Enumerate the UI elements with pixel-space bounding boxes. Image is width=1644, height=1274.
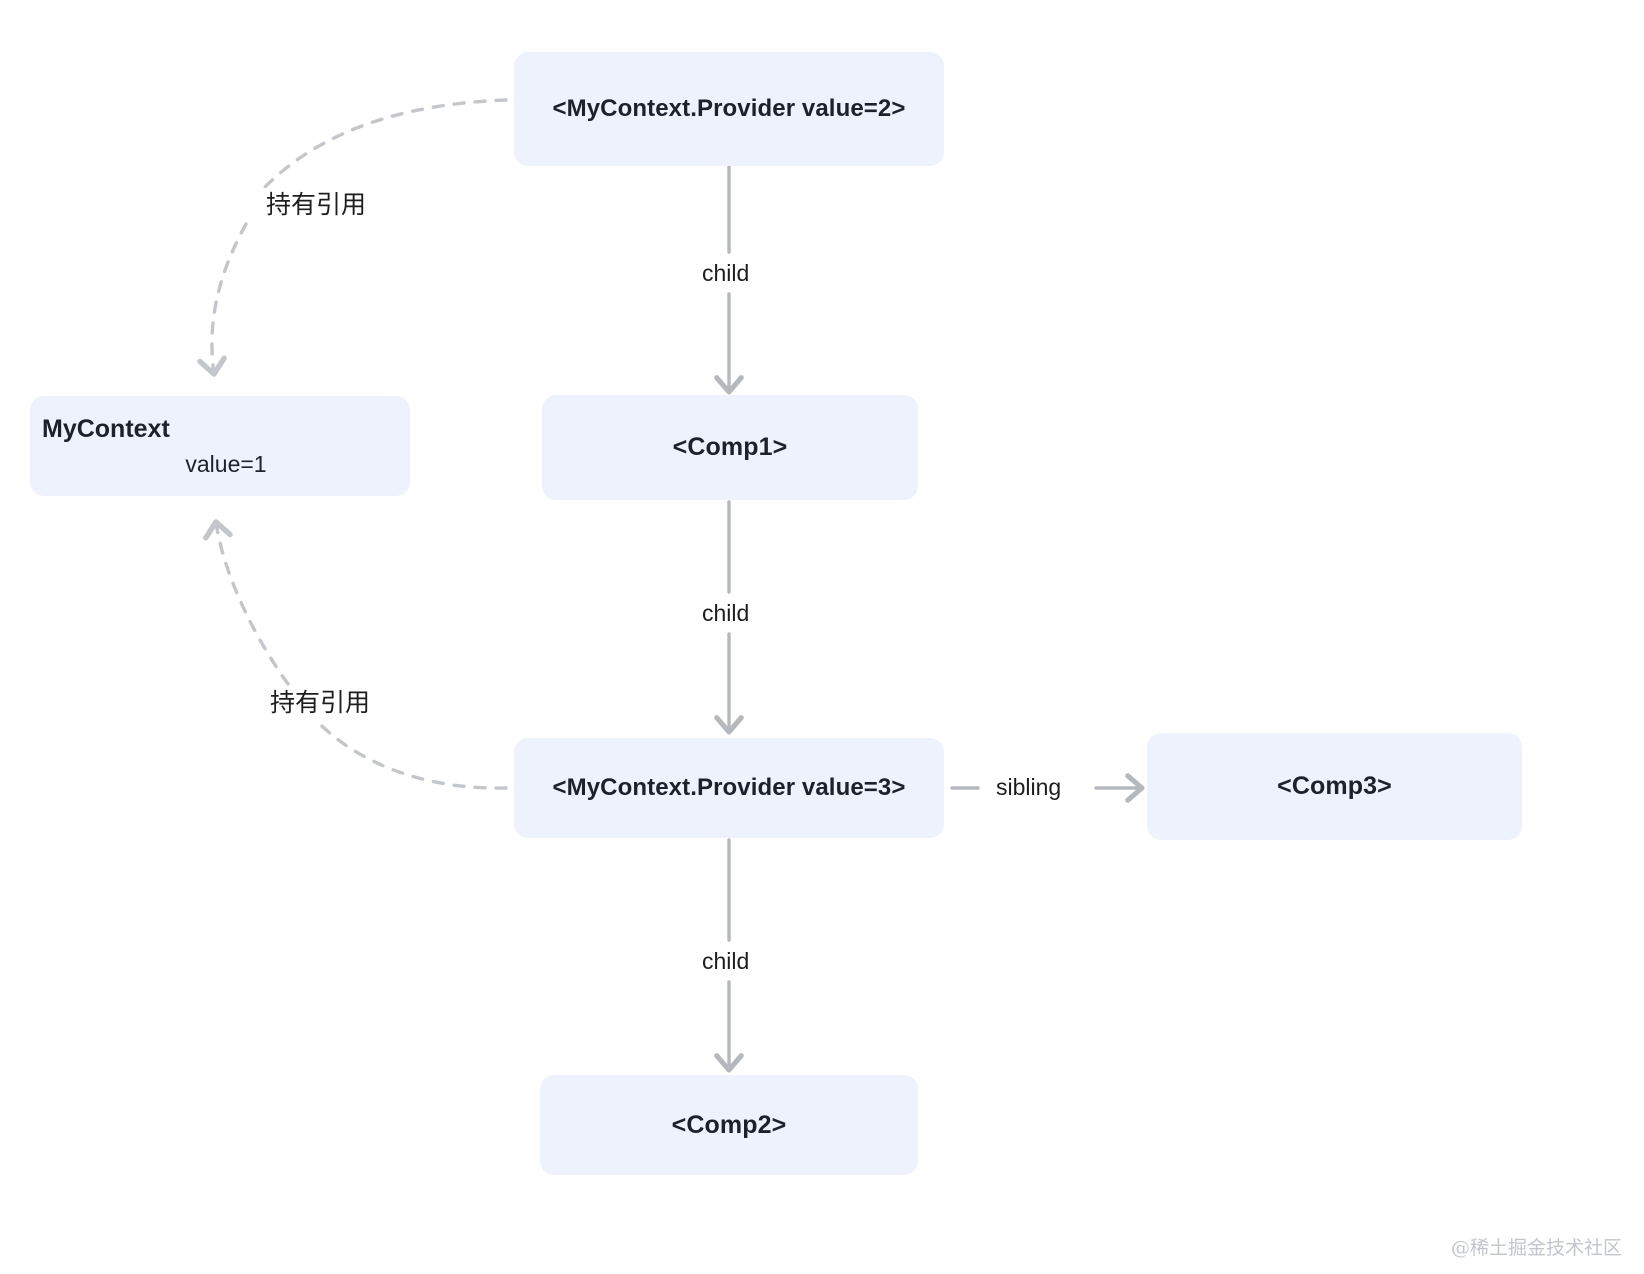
node-comp1[interactable]: <Comp1> — [542, 395, 918, 500]
edge-label-ref-bottom: 持有引用 — [262, 686, 379, 720]
node-comp1-label: <Comp1> — [672, 433, 788, 461]
edge-label-sibling: sibling — [988, 772, 1070, 804]
node-comp3[interactable]: <Comp3> — [1147, 733, 1522, 840]
node-provider-value-2-label: <MyContext.Provider value=2> — [552, 95, 906, 122]
edge-label-child-1: child — [694, 258, 758, 290]
node-comp2[interactable]: <Comp2> — [540, 1075, 918, 1175]
node-comp3-label: <Comp3> — [1277, 772, 1392, 800]
node-mycontext[interactable]: MyContext value=1 — [30, 396, 410, 496]
node-provider-value-2[interactable]: <MyContext.Provider value=2> — [514, 52, 944, 166]
edge-label-ref-top: 持有引用 — [258, 188, 375, 222]
watermark: @稀土掘金技术社区 — [1450, 1237, 1622, 1259]
edge-label-child-2: child — [694, 598, 758, 630]
edge-ref-bottom — [203, 519, 508, 790]
node-mycontext-title: MyContext — [42, 415, 170, 443]
node-mycontext-value: value=1 — [185, 451, 267, 478]
node-comp2-label: <Comp2> — [671, 1110, 787, 1139]
edge-ref-top — [197, 98, 508, 377]
node-provider-value-3-label: <MyContext.Provider value=3> — [552, 774, 906, 801]
edge-label-child-3: child — [694, 946, 758, 978]
node-provider-value-3[interactable]: <MyContext.Provider value=3> — [514, 738, 944, 838]
